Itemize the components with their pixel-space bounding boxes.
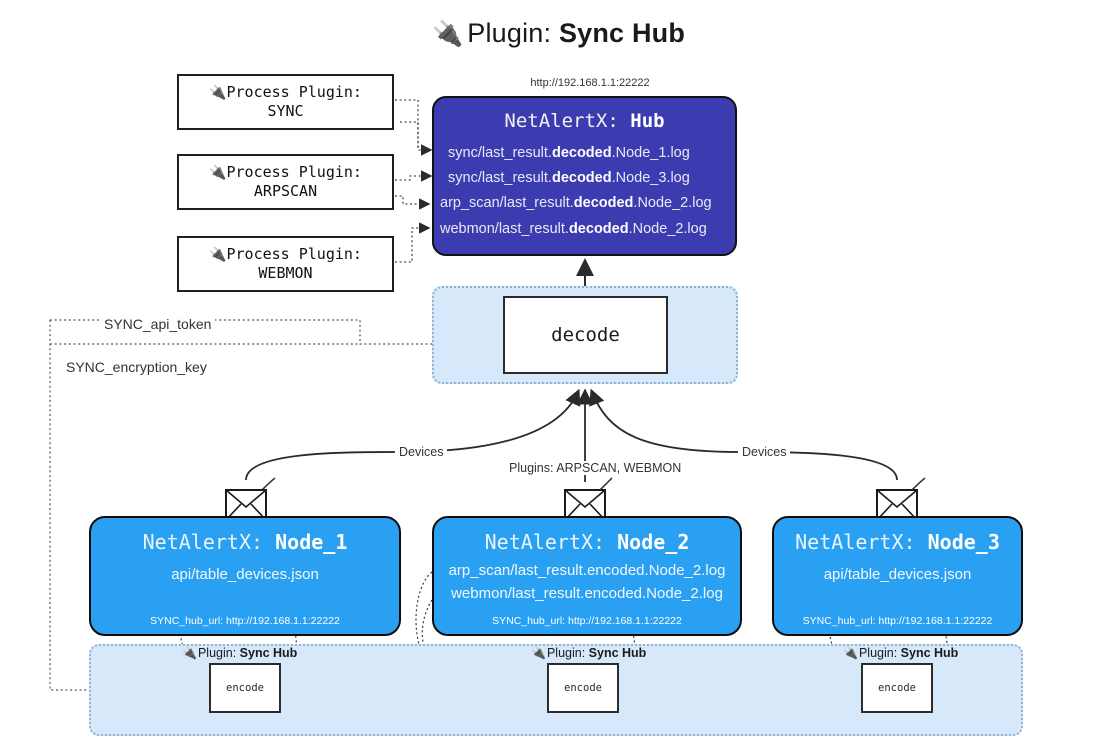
process-plugin-webmon-name: WEBMON	[258, 264, 313, 283]
encoder-2-label: 🔌Plugin: Sync Hub	[531, 646, 647, 660]
plug-icon: 🔌	[209, 246, 227, 263]
envelope-icon	[876, 489, 918, 521]
process-plugin-arpscan[interactable]: 🔌Process Plugin: ARPSCAN	[177, 154, 394, 210]
hub-node[interactable]: NetAlertX: Hub sync/last_result.decoded.…	[432, 96, 737, 256]
process-plugin-sync[interactable]: 🔌Process Plugin: SYNC	[177, 74, 394, 130]
encoder-3-label: 🔌Plugin: Sync Hub	[843, 646, 959, 660]
edge-label-devices-left: Devices	[395, 445, 448, 459]
hub-title-prefix: NetAlertX:	[504, 110, 619, 132]
encode-box-2[interactable]: encode	[547, 663, 619, 713]
encode-box-1[interactable]: encode	[209, 663, 281, 713]
edge-label-devices-right: Devices	[738, 445, 791, 459]
node-3[interactable]: NetAlertX: Node_3 api/table_devices.json…	[772, 516, 1023, 636]
node-3-title: NetAlertX: Node_3	[795, 530, 1000, 554]
plug-icon: 🔌	[431, 20, 464, 48]
node-1-body: api/table_devices.json	[91, 564, 399, 587]
hub-log-line: arp_scan/last_result.decoded.Node_2.log	[440, 195, 712, 212]
plug-icon: 🔌	[531, 646, 546, 660]
node-2-title: NetAlertX: Node_2	[484, 530, 690, 554]
hub-log-line: webmon/last_result.decoded.Node_2.log	[440, 220, 707, 237]
node-2-footer: SYNC_hub_url: http://192.168.1.1:22222	[492, 615, 682, 627]
node-2-line: webmon/last_result.encoded.Node_2.log	[451, 584, 723, 602]
page-title-prefix: Plugin:	[467, 18, 552, 48]
node-3-footer: SYNC_hub_url: http://192.168.1.1:22222	[802, 615, 993, 627]
plug-icon: 🔌	[182, 646, 197, 660]
node-2-line: arp_scan/last_result.encoded.Node_2.log	[448, 562, 726, 579]
hub-title: NetAlertX: Hub	[434, 110, 735, 132]
encode-box-3[interactable]: encode	[861, 663, 933, 713]
hub-url-label: http://192.168.1.1:22222	[530, 77, 650, 89]
process-plugin-arpscan-header: 🔌Process Plugin:	[209, 162, 362, 181]
hub-log-line: sync/last_result.decoded.Node_1.log	[448, 145, 690, 161]
plug-icon: 🔌	[209, 164, 227, 181]
edge-label-plugins: Plugins: ARPSCAN, WEBMON	[505, 461, 686, 475]
hub-title-name: Hub	[630, 110, 665, 132]
encoder-1-label: 🔌Plugin: Sync Hub	[182, 646, 298, 660]
node-1-line: api/table_devices.json	[171, 566, 319, 583]
hub-log-line: sync/last_result.decoded.Node_3.log	[448, 170, 690, 187]
plug-icon: 🔌	[843, 646, 858, 660]
plug-icon: 🔌	[209, 84, 227, 101]
node-1-title: NetAlertX: Node_1	[142, 530, 348, 554]
node-3-body: api/table_devices.json	[774, 564, 1021, 587]
process-plugin-webmon[interactable]: 🔌Process Plugin: WEBMON	[177, 236, 394, 292]
node-2[interactable]: NetAlertX: Node_2 arp_scan/last_result.e…	[432, 516, 742, 636]
node-1-footer: SYNC_hub_url: http://192.168.1.1:22222	[150, 615, 340, 627]
page-title-name: Sync Hub	[558, 18, 686, 48]
sync-encryption-key-label: SYNC_encryption_key	[62, 359, 211, 375]
node-1[interactable]: NetAlertX: Node_1 api/table_devices.json…	[89, 516, 401, 636]
node-2-body: arp_scan/last_result.encoded.Node_2.log …	[434, 560, 740, 605]
node-3-line: api/table_devices.json	[823, 566, 972, 583]
hub-log-list: sync/last_result.decoded.Node_1.log sync…	[434, 141, 735, 242]
decode-box[interactable]: decode	[503, 296, 668, 374]
process-plugin-webmon-header: 🔌Process Plugin:	[209, 244, 362, 263]
process-plugin-sync-name: SYNC	[267, 102, 304, 121]
sync-api-token-label: SYNC_api_token	[100, 316, 216, 332]
process-plugin-sync-header: 🔌Process Plugin:	[209, 82, 362, 101]
process-plugin-arpscan-name: ARPSCAN	[253, 182, 318, 201]
page-title: 🔌Plugin: Sync Hub	[0, 18, 1117, 49]
